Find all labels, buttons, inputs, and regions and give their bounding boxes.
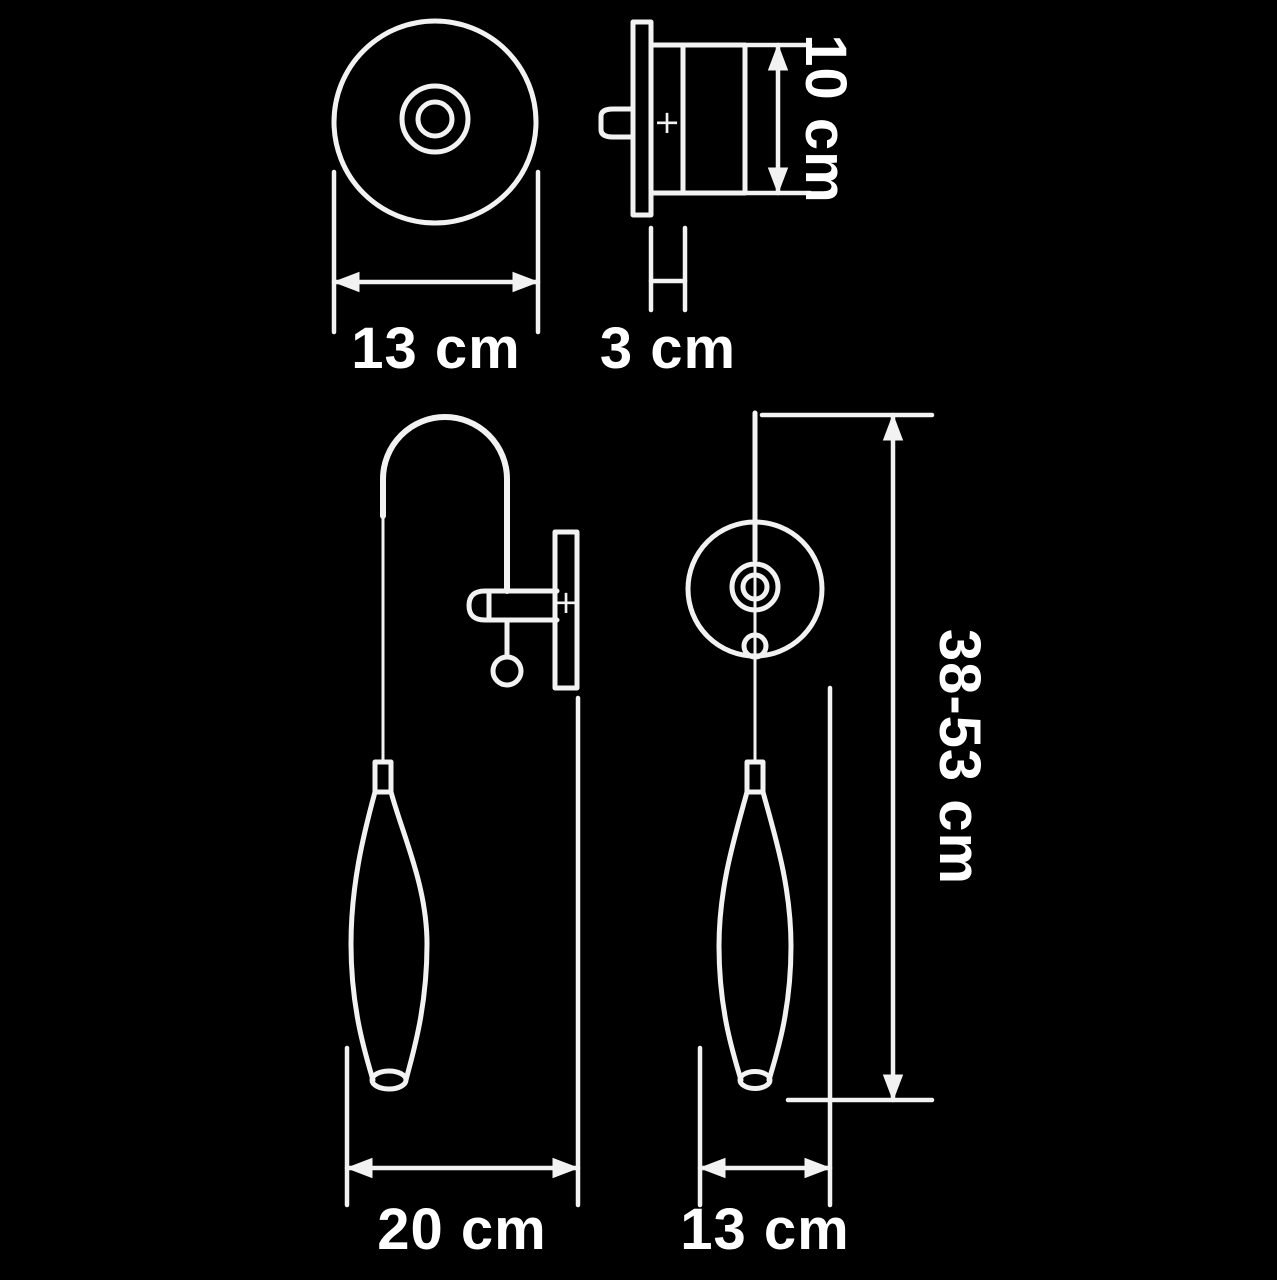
mount-knob — [598, 106, 636, 140]
mount-height-label: 10 cm — [793, 34, 858, 203]
view-sconce-side: + 20 cm — [344, 414, 581, 1262]
arm-projection-label: 20 cm — [377, 1197, 546, 1262]
mount-plate-outline — [331, 18, 539, 226]
mount-body-side — [648, 42, 748, 196]
mount-center-hole — [415, 99, 455, 139]
screw-plus-icon: + — [654, 103, 681, 141]
shade-front-rim — [737, 1069, 773, 1091]
shade-fitting — [372, 759, 394, 795]
mount-diameter-label: 13 cm — [351, 316, 520, 381]
shade-front-left — [716, 789, 750, 1083]
shade-fitting-front — [744, 759, 766, 795]
view-mount-side: + 10 cm 3 cm — [598, 19, 858, 381]
mount-depth-label: 3 cm — [600, 316, 736, 381]
mount-backplate-edge — [630, 19, 654, 218]
shade-profile-right — [388, 789, 430, 1083]
overall-height-label: 38-53 cm — [927, 629, 992, 885]
shade-front-right — [760, 789, 794, 1083]
mount-center-ring — [399, 83, 471, 155]
shade-bottom-rim — [369, 1068, 409, 1092]
plate-center-hole — [740, 572, 770, 602]
bracket-arm — [466, 588, 560, 623]
screw-plus-icon: + — [553, 583, 580, 621]
hook-ring — [490, 654, 524, 688]
shade-profile-left — [348, 789, 378, 1083]
shade-width-label: 13 cm — [680, 1197, 849, 1262]
plate-center-ring — [729, 561, 781, 613]
plate-hook-ring — [741, 632, 769, 660]
view-sconce-front: 13 cm 38-53 cm — [680, 410, 992, 1262]
arm-arch — [380, 414, 510, 594]
view-mount-front: 13 cm — [331, 18, 541, 381]
wall-plate-edge — [552, 529, 580, 691]
